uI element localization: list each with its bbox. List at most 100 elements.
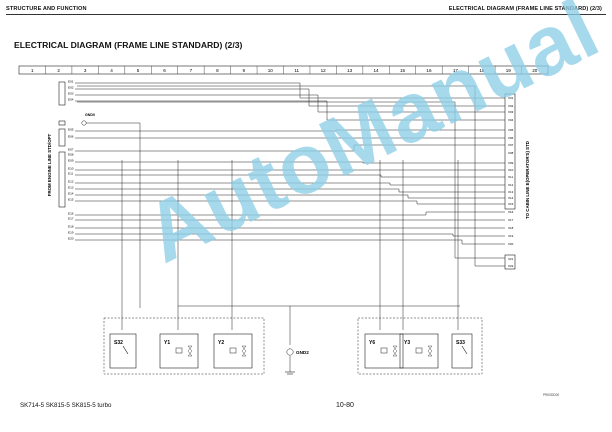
section-header: STRUCTURE AND FUNCTION bbox=[6, 6, 87, 12]
right-pin-label: X11 bbox=[508, 175, 513, 179]
component-label: S32 bbox=[114, 340, 123, 346]
valve-icon bbox=[427, 345, 433, 357]
column-number: 10 bbox=[268, 68, 274, 73]
right-connector-block-1 bbox=[504, 93, 516, 210]
right-pin-label: X22 bbox=[508, 264, 514, 268]
column-number: 9 bbox=[243, 68, 246, 73]
column-number: 8 bbox=[216, 68, 219, 73]
right-pin-label: X05 bbox=[508, 128, 514, 132]
left-pin-label: E18 bbox=[68, 224, 74, 228]
left-pin-label: E13 bbox=[68, 185, 74, 189]
page-header-title: ELECTRICAL DIAGRAM (FRAME LINE STANDARD)… bbox=[448, 6, 602, 12]
left-pin-label: E12 bbox=[68, 179, 74, 183]
solenoid-coil bbox=[229, 347, 237, 354]
left-connector-block-gnd bbox=[58, 120, 66, 126]
left-pin-label: E03 bbox=[68, 91, 74, 95]
component-label: Y1 bbox=[164, 340, 170, 346]
column-number: 19 bbox=[506, 68, 512, 73]
left-pin-label: E06 bbox=[68, 134, 74, 138]
column-number: 11 bbox=[294, 68, 299, 73]
column-number: 14 bbox=[374, 68, 380, 73]
component-label: Y2 bbox=[218, 340, 224, 346]
component-y2 bbox=[213, 333, 253, 369]
left-pin-label: E14 bbox=[68, 191, 74, 195]
left-pin-label: E20 bbox=[68, 236, 74, 240]
ground-terminal-bottom bbox=[286, 348, 294, 356]
right-pin-label: X01 bbox=[508, 96, 514, 100]
left-connector-block-1 bbox=[58, 81, 66, 106]
component-group-2 bbox=[357, 317, 483, 375]
right-pin-label: X09 bbox=[508, 161, 514, 165]
column-number: 6 bbox=[163, 68, 166, 73]
column-number: 12 bbox=[321, 68, 327, 73]
column-number: 7 bbox=[190, 68, 193, 73]
left-pin-label: E05 bbox=[68, 127, 74, 131]
column-number: 18 bbox=[479, 68, 485, 73]
right-pin-label: X17 bbox=[508, 218, 514, 222]
left-side-label: FROM ENGINE LINE STD/OPT bbox=[47, 133, 52, 196]
switch-contact bbox=[122, 345, 129, 355]
left-pin-label: E17 bbox=[68, 216, 74, 220]
column-number: 16 bbox=[426, 68, 432, 73]
left-pin-label: E02 bbox=[68, 85, 74, 89]
switch-contact bbox=[461, 345, 468, 355]
column-number: 20 bbox=[532, 68, 538, 73]
footer-models: SK714-5 SK815-5 SK815-5 turbo bbox=[20, 402, 112, 409]
component-label: Y6 bbox=[369, 340, 375, 346]
column-number: 5 bbox=[137, 68, 140, 73]
right-pin-label: X12 bbox=[508, 183, 514, 187]
right-pin-label: X21 bbox=[508, 257, 514, 261]
right-pin-label: X02 bbox=[508, 104, 514, 108]
left-pin-label: E19 bbox=[68, 230, 74, 234]
solenoid-coil bbox=[415, 347, 423, 354]
ground-terminal bbox=[81, 120, 87, 126]
left-pin-label: E07 bbox=[68, 147, 74, 151]
left-pin-label: E04 bbox=[68, 97, 74, 101]
component-label: Y3 bbox=[404, 340, 410, 346]
page-number: 10-80 bbox=[336, 402, 354, 409]
column-number: 1 bbox=[31, 68, 34, 73]
page-title: ELECTRICAL DIAGRAM (FRAME LINE STANDARD)… bbox=[14, 40, 243, 50]
left-pin-label: E08 bbox=[68, 152, 74, 156]
right-connector-block-2 bbox=[504, 254, 516, 270]
left-connector-block-3 bbox=[58, 151, 66, 208]
column-number: 2 bbox=[57, 68, 60, 73]
right-pin-label: X15 bbox=[508, 202, 514, 206]
header-rule bbox=[6, 14, 606, 15]
column-number: 4 bbox=[110, 68, 113, 73]
valve-icon bbox=[187, 345, 193, 357]
ground-label-left: GND0 bbox=[85, 113, 95, 117]
right-pin-label: X18 bbox=[508, 226, 514, 230]
right-pin-label: X08 bbox=[508, 151, 514, 155]
right-pin-label: X16 bbox=[508, 210, 514, 214]
valve-icon bbox=[392, 345, 398, 357]
solenoid-coil bbox=[175, 347, 183, 354]
component-y3 bbox=[399, 333, 439, 369]
solenoid-coil bbox=[380, 347, 388, 354]
ground-label-bottom: GND2 bbox=[296, 350, 309, 355]
column-number: 17 bbox=[453, 68, 459, 73]
right-pin-label: X13 bbox=[508, 190, 514, 194]
left-pin-label: E11 bbox=[68, 171, 74, 175]
component-label: S33 bbox=[456, 340, 465, 346]
right-pin-label: X04 bbox=[508, 118, 514, 122]
right-pin-label: X20 bbox=[508, 242, 514, 246]
right-pin-label: X19 bbox=[508, 234, 514, 238]
component-s33 bbox=[451, 333, 473, 369]
component-y1 bbox=[159, 333, 199, 369]
left-pin-label: E01 bbox=[68, 79, 74, 83]
right-side-label: TO CABIN LINE E(OPERATOR'S) STD bbox=[525, 141, 530, 219]
column-number: 15 bbox=[400, 68, 406, 73]
column-number: 13 bbox=[347, 68, 353, 73]
left-connector-block-2 bbox=[58, 128, 66, 147]
left-pin-label: E09 bbox=[68, 158, 74, 162]
left-pin-label: E15 bbox=[68, 197, 74, 201]
right-pin-label: X07 bbox=[508, 143, 514, 147]
left-pin-label: E10 bbox=[68, 166, 74, 170]
component-y6 bbox=[364, 333, 404, 369]
valve-icon bbox=[241, 345, 247, 357]
column-number: 3 bbox=[84, 68, 87, 73]
left-pin-label: E16 bbox=[68, 211, 74, 215]
right-pin-label: X03 bbox=[508, 110, 514, 114]
